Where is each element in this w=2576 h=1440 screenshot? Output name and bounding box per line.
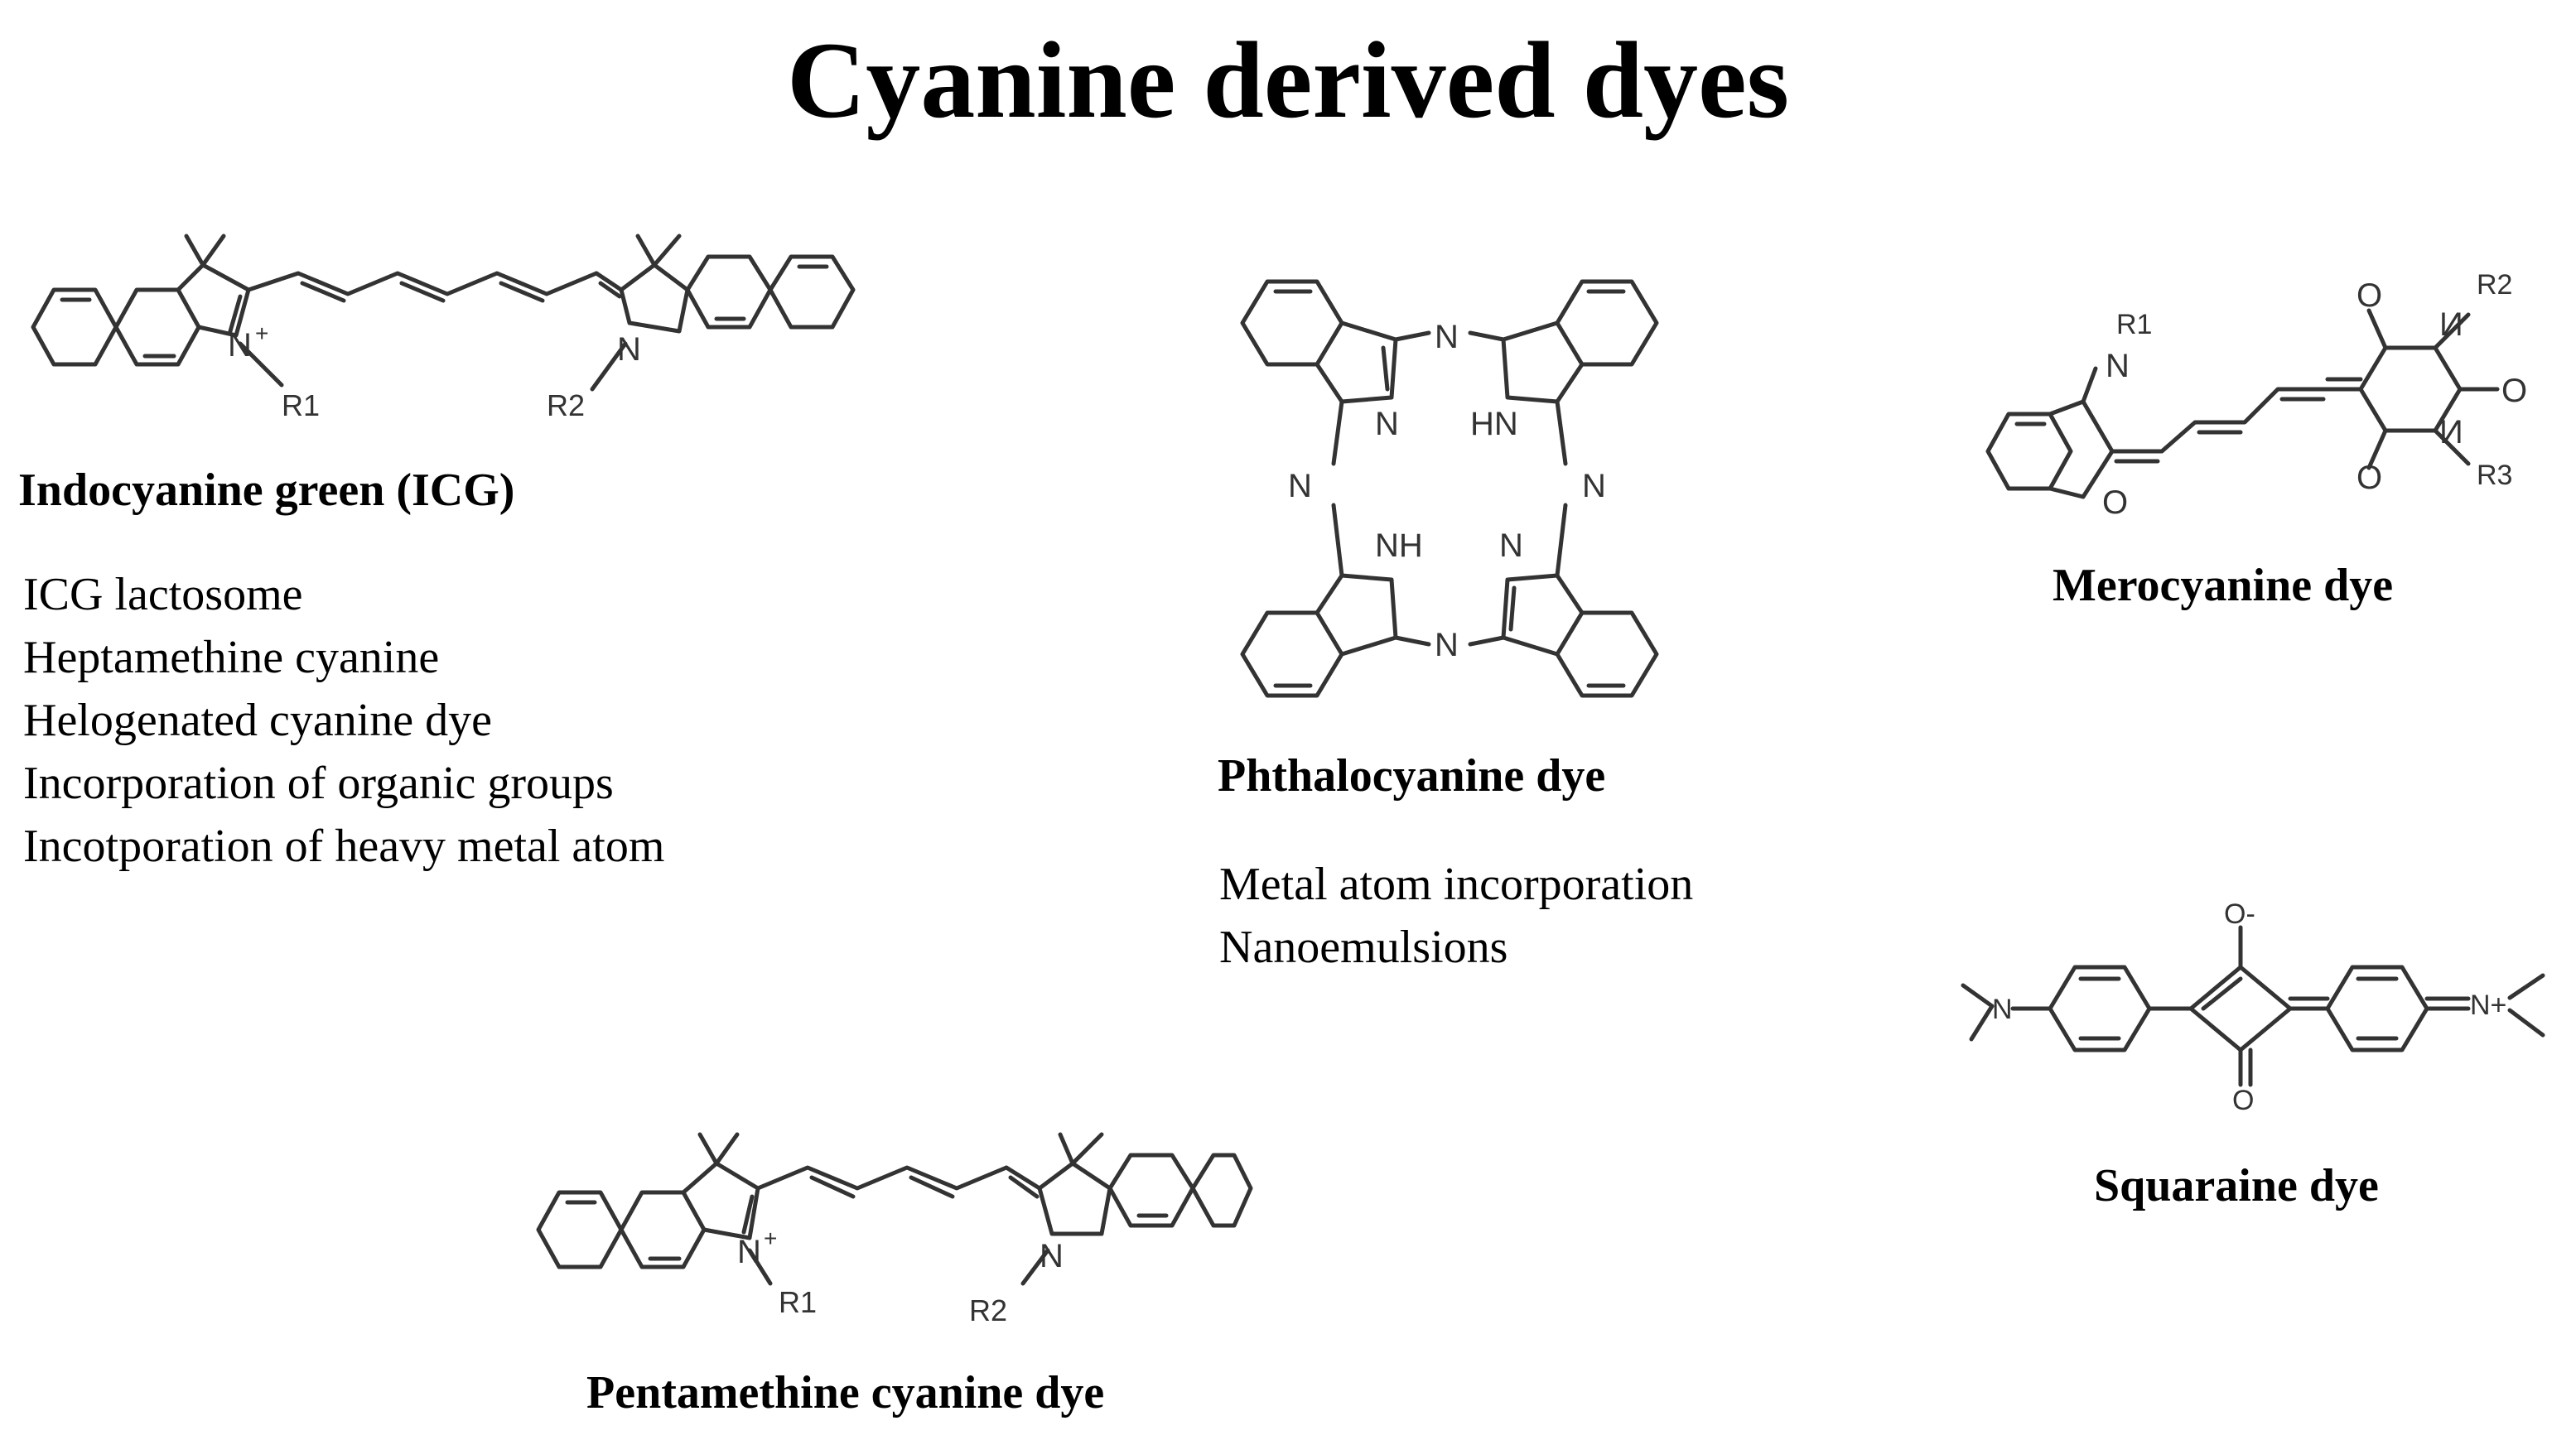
mero-n-top: И bbox=[2439, 306, 2463, 343]
icg-charge: + bbox=[255, 320, 268, 346]
pc-n-inner: N bbox=[1375, 406, 1399, 442]
phthalocyanine-item: Metal atom incorporation bbox=[1219, 859, 1694, 910]
sq-o-minus: O- bbox=[2224, 898, 2255, 930]
pc-n-bottom: N bbox=[1435, 627, 1459, 663]
mero-n-bottom: И bbox=[2439, 414, 2463, 450]
merocyanine-label: Merocyanine dye bbox=[2053, 560, 2394, 611]
pc-hn: HN bbox=[1470, 406, 1518, 442]
mero-n: N bbox=[2106, 348, 2130, 384]
icg-structure: N + N R1 R2 bbox=[31, 234, 856, 422]
mero-o-top: O bbox=[2357, 277, 2382, 314]
phthalocyanine-item: Nanoemulsions bbox=[1219, 922, 1508, 973]
icg-r1: R1 bbox=[282, 388, 320, 422]
penta-n-plus: N bbox=[737, 1234, 761, 1270]
icg-label: Indocyanine green (ICG) bbox=[18, 465, 515, 516]
squaraine-label: Squaraine dye bbox=[2094, 1160, 2379, 1211]
penta-n: N bbox=[1040, 1238, 1064, 1274]
icg-n: N bbox=[617, 331, 641, 368]
icg-item: Incorporation of organic groups bbox=[23, 758, 614, 809]
pc-nh: NH bbox=[1375, 527, 1423, 564]
icg-item: Helogenated cyanine dye bbox=[23, 695, 492, 746]
penta-r2: R2 bbox=[969, 1293, 1007, 1327]
page-title: Cyanine derived dyes bbox=[786, 19, 1790, 141]
mero-r1: R1 bbox=[2116, 309, 2152, 340]
mero-r3: R3 bbox=[2477, 460, 2512, 491]
penta-charge: + bbox=[764, 1226, 777, 1251]
icg-item: Heptamethine cyanine bbox=[23, 632, 440, 683]
pentamethine-label: Pentamethine cyanine dye bbox=[586, 1367, 1105, 1418]
pentamethine-structure: N + N R1 R2 bbox=[536, 1132, 1253, 1327]
sq-n-plus: N+ bbox=[2470, 990, 2506, 1021]
icg-r2: R2 bbox=[547, 388, 585, 422]
mero-o-right: O bbox=[2501, 373, 2527, 409]
sq-n: N bbox=[1992, 994, 2013, 1025]
icg-n-plus: N bbox=[228, 327, 252, 364]
merocyanine-structure: N R1 O O O O И И R2 R3 bbox=[1985, 269, 2527, 521]
mero-o-bottom: O bbox=[2357, 460, 2382, 496]
pc-n-left: N bbox=[1288, 468, 1312, 504]
phthalocyanine-list: Metal atom incorporation Nanoemulsions bbox=[1219, 853, 1693, 979]
pc-n-inner-2: N bbox=[1499, 527, 1523, 564]
mero-o-ring: O bbox=[2102, 484, 2128, 521]
phthalocyanine-structure: N N N N N HN NH N bbox=[1240, 279, 1659, 698]
pc-n-right: N bbox=[1582, 468, 1606, 504]
icg-list: ICG lactosome Heptamethine cyanine Helog… bbox=[23, 563, 664, 878]
sq-o: O bbox=[2232, 1085, 2254, 1116]
icg-item: ICG lactosome bbox=[23, 569, 303, 620]
icg-item: Incotporation of heavy metal atom bbox=[23, 821, 665, 872]
pc-n-top: N bbox=[1435, 319, 1459, 355]
mero-r2: R2 bbox=[2477, 269, 2512, 301]
phthalocyanine-label: Phthalocyanine dye bbox=[1218, 750, 1606, 802]
squaraine-structure: N N+ O- O bbox=[1961, 898, 2545, 1116]
penta-r1: R1 bbox=[779, 1285, 817, 1319]
